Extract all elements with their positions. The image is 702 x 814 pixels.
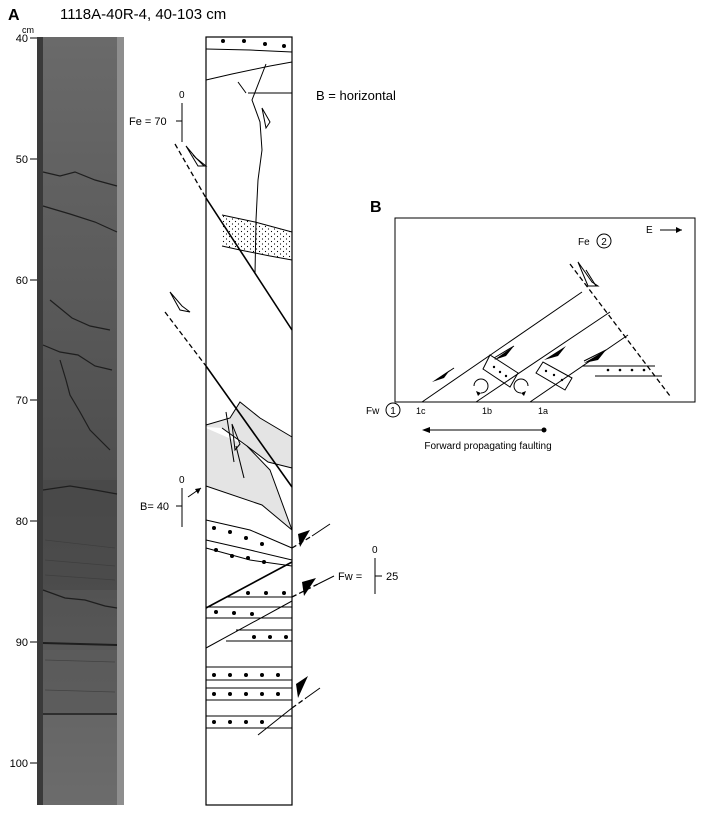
propagation-caption: Forward propagating faulting [424, 441, 551, 452]
core-title: 1118A-40R-4, 40-103 cm [60, 6, 226, 23]
tick-label-70: 70 [16, 395, 28, 407]
fault-extensions [164, 143, 335, 709]
tick-label-90: 90 [16, 637, 28, 649]
fw-value: 25 [386, 571, 398, 583]
fw-1-label: Fw [366, 406, 380, 417]
fe-2-circle [596, 233, 612, 249]
sketch-frame [205, 36, 293, 806]
tick-label-40: 40 [16, 33, 28, 45]
b-annotation: 0 B= 40 [140, 475, 202, 527]
depth-unit: cm [22, 25, 34, 35]
b-horizontal-label: B = horizontal [316, 88, 396, 103]
b-zero: 0 [179, 475, 185, 486]
lower-fault [205, 365, 293, 488]
fe-zero: 0 [179, 90, 185, 101]
panel-b-label: B [370, 199, 382, 216]
fault-1b-label: 1b [482, 406, 492, 416]
tick-label-100: 100 [10, 758, 28, 770]
panel-b-frame [394, 217, 696, 403]
fw-1-number: 1 [390, 406, 396, 417]
depth-axis: 40 50 60 70 80 90 100 [10, 33, 38, 770]
fe-annotation: 0 Fe = 70 [129, 90, 185, 142]
panel-a-label: A [8, 7, 20, 24]
fw-annotation: 0 Fw = 25 [338, 545, 398, 594]
core-sketch [205, 36, 293, 806]
fe-fault [205, 197, 293, 331]
fault-1a-label: 1a [538, 406, 548, 416]
direction-label: E [646, 225, 653, 236]
tick-label-60: 60 [16, 275, 28, 287]
fe-label: Fe = 70 [129, 116, 167, 128]
core-photo [37, 37, 124, 805]
fw-1-circle [385, 402, 401, 418]
fw-fault [205, 561, 293, 609]
fe-2-label: Fe [578, 237, 590, 248]
fault-1c-label: 1c [416, 406, 426, 416]
panel-b-diagram: E Fe 2 [366, 217, 696, 452]
fw-zero: 0 [372, 545, 378, 556]
tick-label-50: 50 [16, 154, 28, 166]
fe-2-number: 2 [601, 237, 607, 248]
fw-label: Fw = [338, 571, 362, 583]
tick-label-80: 80 [16, 516, 28, 528]
b-label: B= 40 [140, 501, 169, 513]
fault-1a-line [529, 334, 629, 403]
